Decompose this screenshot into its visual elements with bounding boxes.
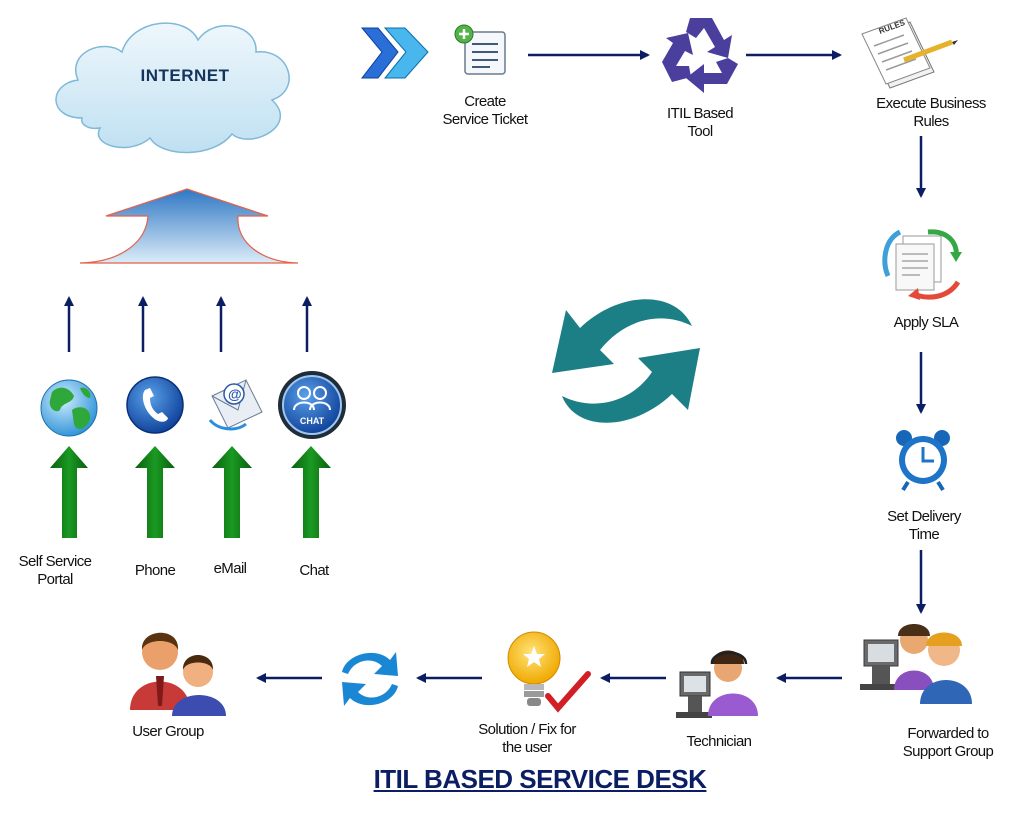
channel-label-chat: Chat [299, 562, 329, 579]
step-label-technician: Technician [686, 733, 752, 750]
rules-document-icon: RULES [861, 17, 958, 89]
page-title: ITIL BASED SERVICE DESK [373, 764, 707, 794]
svg-text:CHAT: CHAT [300, 416, 325, 426]
internet-label: INTERNET [140, 66, 230, 85]
globe-icon [40, 379, 98, 437]
step-label-create-ticket: Create Service Ticket [442, 93, 529, 128]
step-label-support-group: Forwarded to Support Group [902, 725, 994, 760]
user-group-icon [130, 632, 226, 716]
double-chevron-icon [360, 27, 429, 79]
chat-icon: CHAT [278, 371, 346, 439]
refresh-icon [342, 652, 398, 706]
document-cycle-icon [882, 229, 962, 300]
green-up-arrow [212, 446, 252, 538]
channel-label-self-service: Self Service Portal [18, 553, 92, 588]
support-group-icon [860, 624, 972, 704]
green-up-arrow [135, 446, 175, 538]
email-icon: @ [208, 379, 263, 431]
recycle-icon [662, 18, 738, 93]
step-label-delivery-time: Set Delivery Time [887, 508, 961, 543]
step-label-apply-sla: Apply SLA [893, 314, 959, 331]
document-add-icon [454, 24, 506, 75]
step-label-itil-tool: ITIL Based Tool [667, 105, 734, 140]
sync-cycle-icon [552, 299, 700, 423]
step-label-user-group: User Group [132, 723, 204, 740]
internet-upload-arrow [79, 188, 299, 264]
lightbulb-check-icon [507, 631, 591, 713]
channel-label-email: eMail [213, 560, 247, 577]
step-label-solution: Solution / Fix for the user [478, 721, 576, 756]
phone-icon [126, 376, 184, 434]
green-up-arrow [50, 446, 88, 538]
internet-cloud-icon [55, 22, 290, 154]
channel-label-phone: Phone [134, 562, 176, 579]
technician-icon [676, 650, 758, 718]
svg-text:@: @ [228, 386, 242, 402]
alarm-clock-icon [896, 430, 950, 492]
step-label-business-rules: Execute Business Rules [876, 95, 986, 130]
green-up-arrow [291, 446, 331, 538]
